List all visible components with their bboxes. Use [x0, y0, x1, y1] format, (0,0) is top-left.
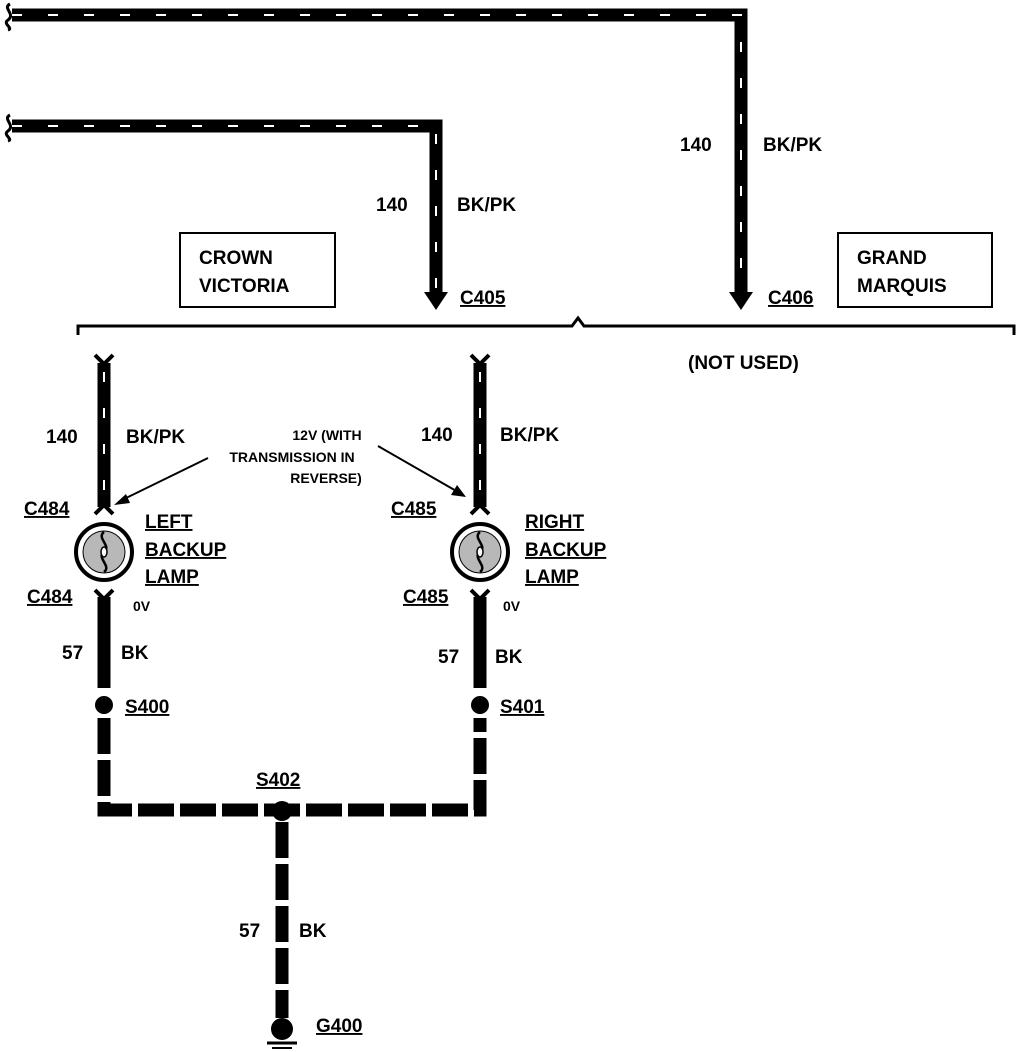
wire-right-feed-color: BK/PK [500, 425, 559, 446]
grand-marquis-box [837, 232, 993, 308]
right-feed-top-connector [469, 353, 491, 367]
c484-top-label: C484 [24, 499, 70, 520]
right-lamp-voltage: 0V [503, 598, 521, 614]
c485-bottom-label: C485 [403, 587, 449, 608]
right-lamp-line1: RIGHT [525, 512, 585, 533]
s402-label: S402 [256, 770, 300, 791]
right-feed-bottom-connector [469, 502, 491, 516]
s401-splice-dot [471, 696, 489, 714]
s400-label: S400 [125, 697, 169, 718]
wire-main-ground-circuit: 57 [239, 921, 260, 942]
wire-right-ground-color: BK [495, 647, 523, 668]
left-feed-bottom-connector [93, 502, 115, 516]
s401-label: S401 [500, 697, 545, 718]
left-backup-lamp-icon [74, 522, 134, 582]
g400-label: G400 [316, 1016, 362, 1037]
wire-top-left [12, 119, 443, 296]
c406-label: C406 [768, 288, 813, 309]
voltage-note-line2: TRANSMISSION IN [229, 449, 354, 465]
wire-main-ground-color: BK [299, 921, 327, 942]
not-used-label: (NOT USED) [688, 353, 799, 374]
s400-splice-dot [95, 696, 113, 714]
wire-top-right [12, 8, 748, 296]
crown-victoria-line2: VICTORIA [199, 276, 290, 297]
c405-label: C405 [460, 288, 506, 309]
grand-marquis-line1: GRAND [857, 248, 927, 269]
left-lamp-line2: BACKUP [145, 540, 227, 561]
wire-right-ground-circuit: 57 [438, 647, 459, 668]
voltage-note-line3: REVERSE) [290, 470, 362, 486]
wire-left-ground-color: BK [121, 643, 149, 664]
s402-splice-dot [272, 801, 292, 821]
wire-right-feed-circuit: 140 [421, 425, 453, 446]
left-feed-top-connector [93, 353, 115, 367]
grand-marquis-line2: MARQUIS [857, 276, 947, 297]
right-lamp-line3: LAMP [525, 567, 579, 588]
vehicle-bracket [76, 315, 1016, 335]
crown-victoria-line1: CROWN [199, 248, 273, 269]
wire-left-feed-color: BK/PK [126, 427, 185, 448]
left-lamp-voltage: 0V [133, 598, 151, 614]
crown-victoria-box [179, 232, 336, 308]
voltage-note-line1: 12V (WITH [292, 427, 361, 443]
wire-left-ground-circuit: 57 [62, 643, 83, 664]
voltage-arrowhead-right [451, 485, 466, 497]
wire-break-top [4, 2, 13, 32]
c484-bottom-label: C484 [27, 587, 73, 608]
c485-top-label: C485 [391, 499, 437, 520]
c405-arrow [424, 292, 448, 310]
ground-symbol-icon [267, 1018, 297, 1049]
wire-top-right-color: BK/PK [763, 135, 822, 156]
wire-break-middle [4, 113, 13, 143]
wire-top-left-circuit: 140 [376, 195, 408, 216]
left-lamp-line3: LAMP [145, 567, 199, 588]
voltage-arrowhead-left [114, 494, 130, 505]
voltage-arrow-right [377, 445, 459, 493]
wire-top-left-color: BK/PK [457, 195, 516, 216]
c406-arrow [729, 292, 753, 310]
right-lamp-line2: BACKUP [525, 540, 607, 561]
wire-top-right-circuit: 140 [680, 135, 712, 156]
voltage-arrow-left [121, 457, 209, 501]
ground-bus-wire [97, 718, 487, 817]
left-lamp-line1: LEFT [145, 512, 193, 533]
right-backup-lamp-icon [450, 522, 510, 582]
wire-left-feed-circuit: 140 [46, 427, 78, 448]
